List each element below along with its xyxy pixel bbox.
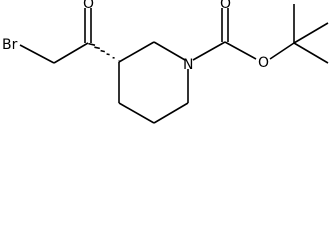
bond-ring-c2-n — [153, 41, 186, 61]
bond-carbamate-ester-o — [224, 41, 257, 60]
bond-layer — [19, 4, 329, 124]
atom-ketone-oxygen: O — [83, 0, 94, 12]
stereo-hashed-wedge-bond — [88, 42, 120, 62]
atom-carbamate-carbonyl-oxygen: O — [220, 0, 231, 12]
bond-n-carbamate-carbon — [192, 41, 226, 61]
bond-ring-c6-c5 — [153, 102, 189, 124]
bond-tbutyl-methyl-upright — [293, 22, 329, 44]
atom-ring-nitrogen: N — [183, 57, 193, 73]
bond-ester-o-tbutyl — [269, 42, 295, 60]
bond-ch2-ketone-carbon — [53, 42, 89, 64]
bond-ring-c3-c2 — [118, 41, 155, 63]
atom-carbamate-ester-oxygen: O — [258, 55, 269, 71]
bond-ring-c5-c4 — [118, 102, 155, 124]
atom-label-layer: Br O N O O — [2, 0, 269, 73]
bond-br-ch2 — [19, 44, 55, 64]
atom-bromine: Br — [2, 37, 18, 53]
chemical-structure: Br O N O O — [2, 0, 329, 124]
bond-tbutyl-methyl-downright — [293, 42, 329, 64]
